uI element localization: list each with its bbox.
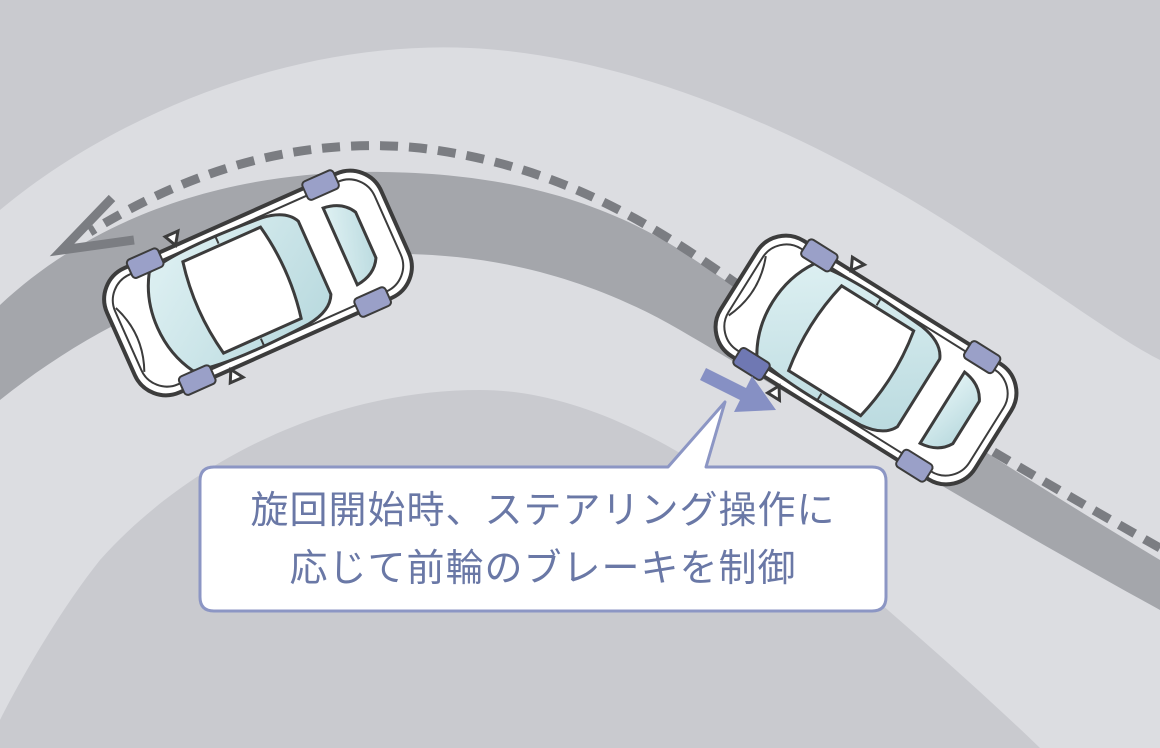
- dashed-arrow-icon: [49, 194, 135, 257]
- brake-arrow-icon: [700, 368, 776, 412]
- callout-bubble: [198, 400, 888, 613]
- wheel-rear-left: [301, 169, 340, 201]
- braked-wheel-front-left: [800, 238, 839, 273]
- wheel-rear-right-right-car: [895, 448, 934, 483]
- wheel-rear-right: [353, 286, 392, 318]
- car-left: [86, 146, 430, 420]
- tire-track: [0, 171, 1160, 610]
- wheel-rear-left-right-car: [962, 340, 1002, 375]
- wheel-front-right: [177, 364, 217, 396]
- braked-wheel-front-right: [732, 346, 771, 381]
- car-right: [694, 210, 1038, 510]
- wheel-front-left: [125, 247, 165, 279]
